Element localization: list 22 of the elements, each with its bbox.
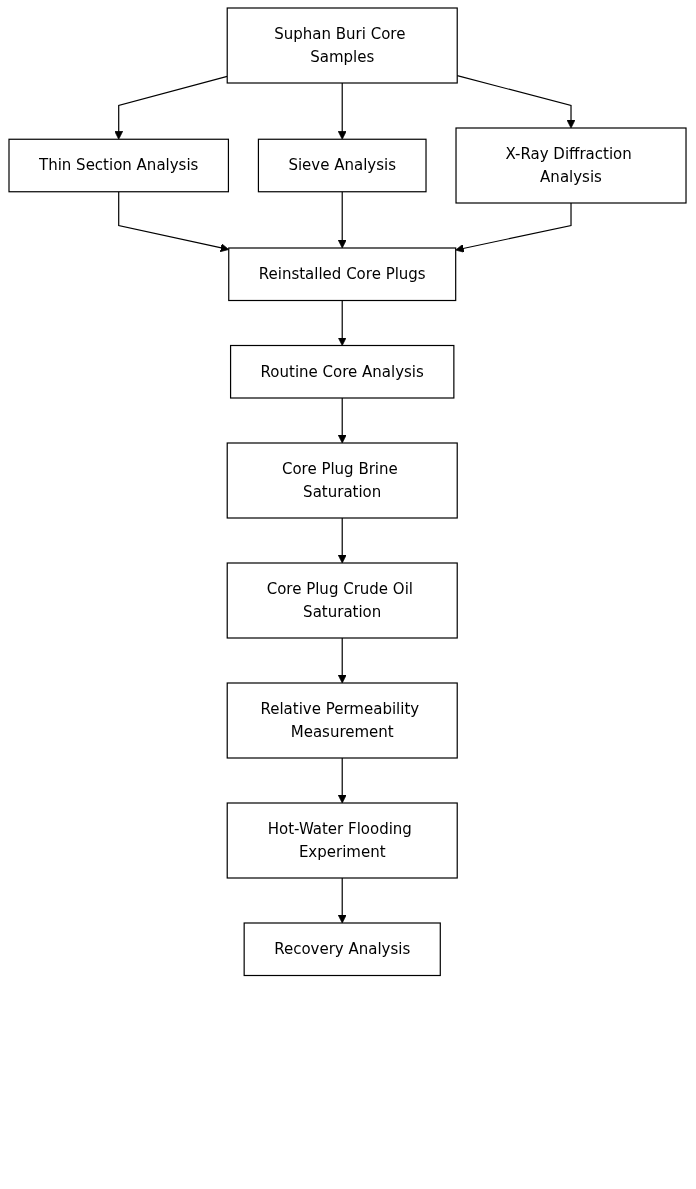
node-box: Routine Core Analysis [230, 344, 455, 399]
arrow [457, 75, 576, 129]
arrow [338, 517, 348, 564]
arrow [455, 202, 573, 253]
arrow [338, 397, 348, 444]
node-box: Recovery Analysis [244, 922, 442, 977]
node-box: Hot-Water Flooding Experiment [227, 802, 459, 879]
arrow [338, 191, 348, 249]
arrow [338, 757, 348, 804]
node-box: Relative Permeability Measurement [227, 682, 459, 759]
arrow [338, 637, 348, 684]
arrow [338, 299, 348, 346]
node-box: Core Plug Crude Oil Saturation [227, 562, 459, 639]
node-box: X-Ray Diffraction Analysis [455, 127, 688, 204]
arrow [338, 877, 348, 924]
node-box: Suphan Buri Core Samples [227, 7, 459, 84]
arrow [338, 82, 348, 140]
node-box: Thin Section Analysis [8, 138, 230, 193]
arrow [118, 191, 230, 253]
node-box: Reinstalled Core Plugs [228, 247, 457, 302]
node-box: Sieve Analysis [258, 138, 428, 193]
node-box: Core Plug Brine Saturation [227, 442, 459, 519]
